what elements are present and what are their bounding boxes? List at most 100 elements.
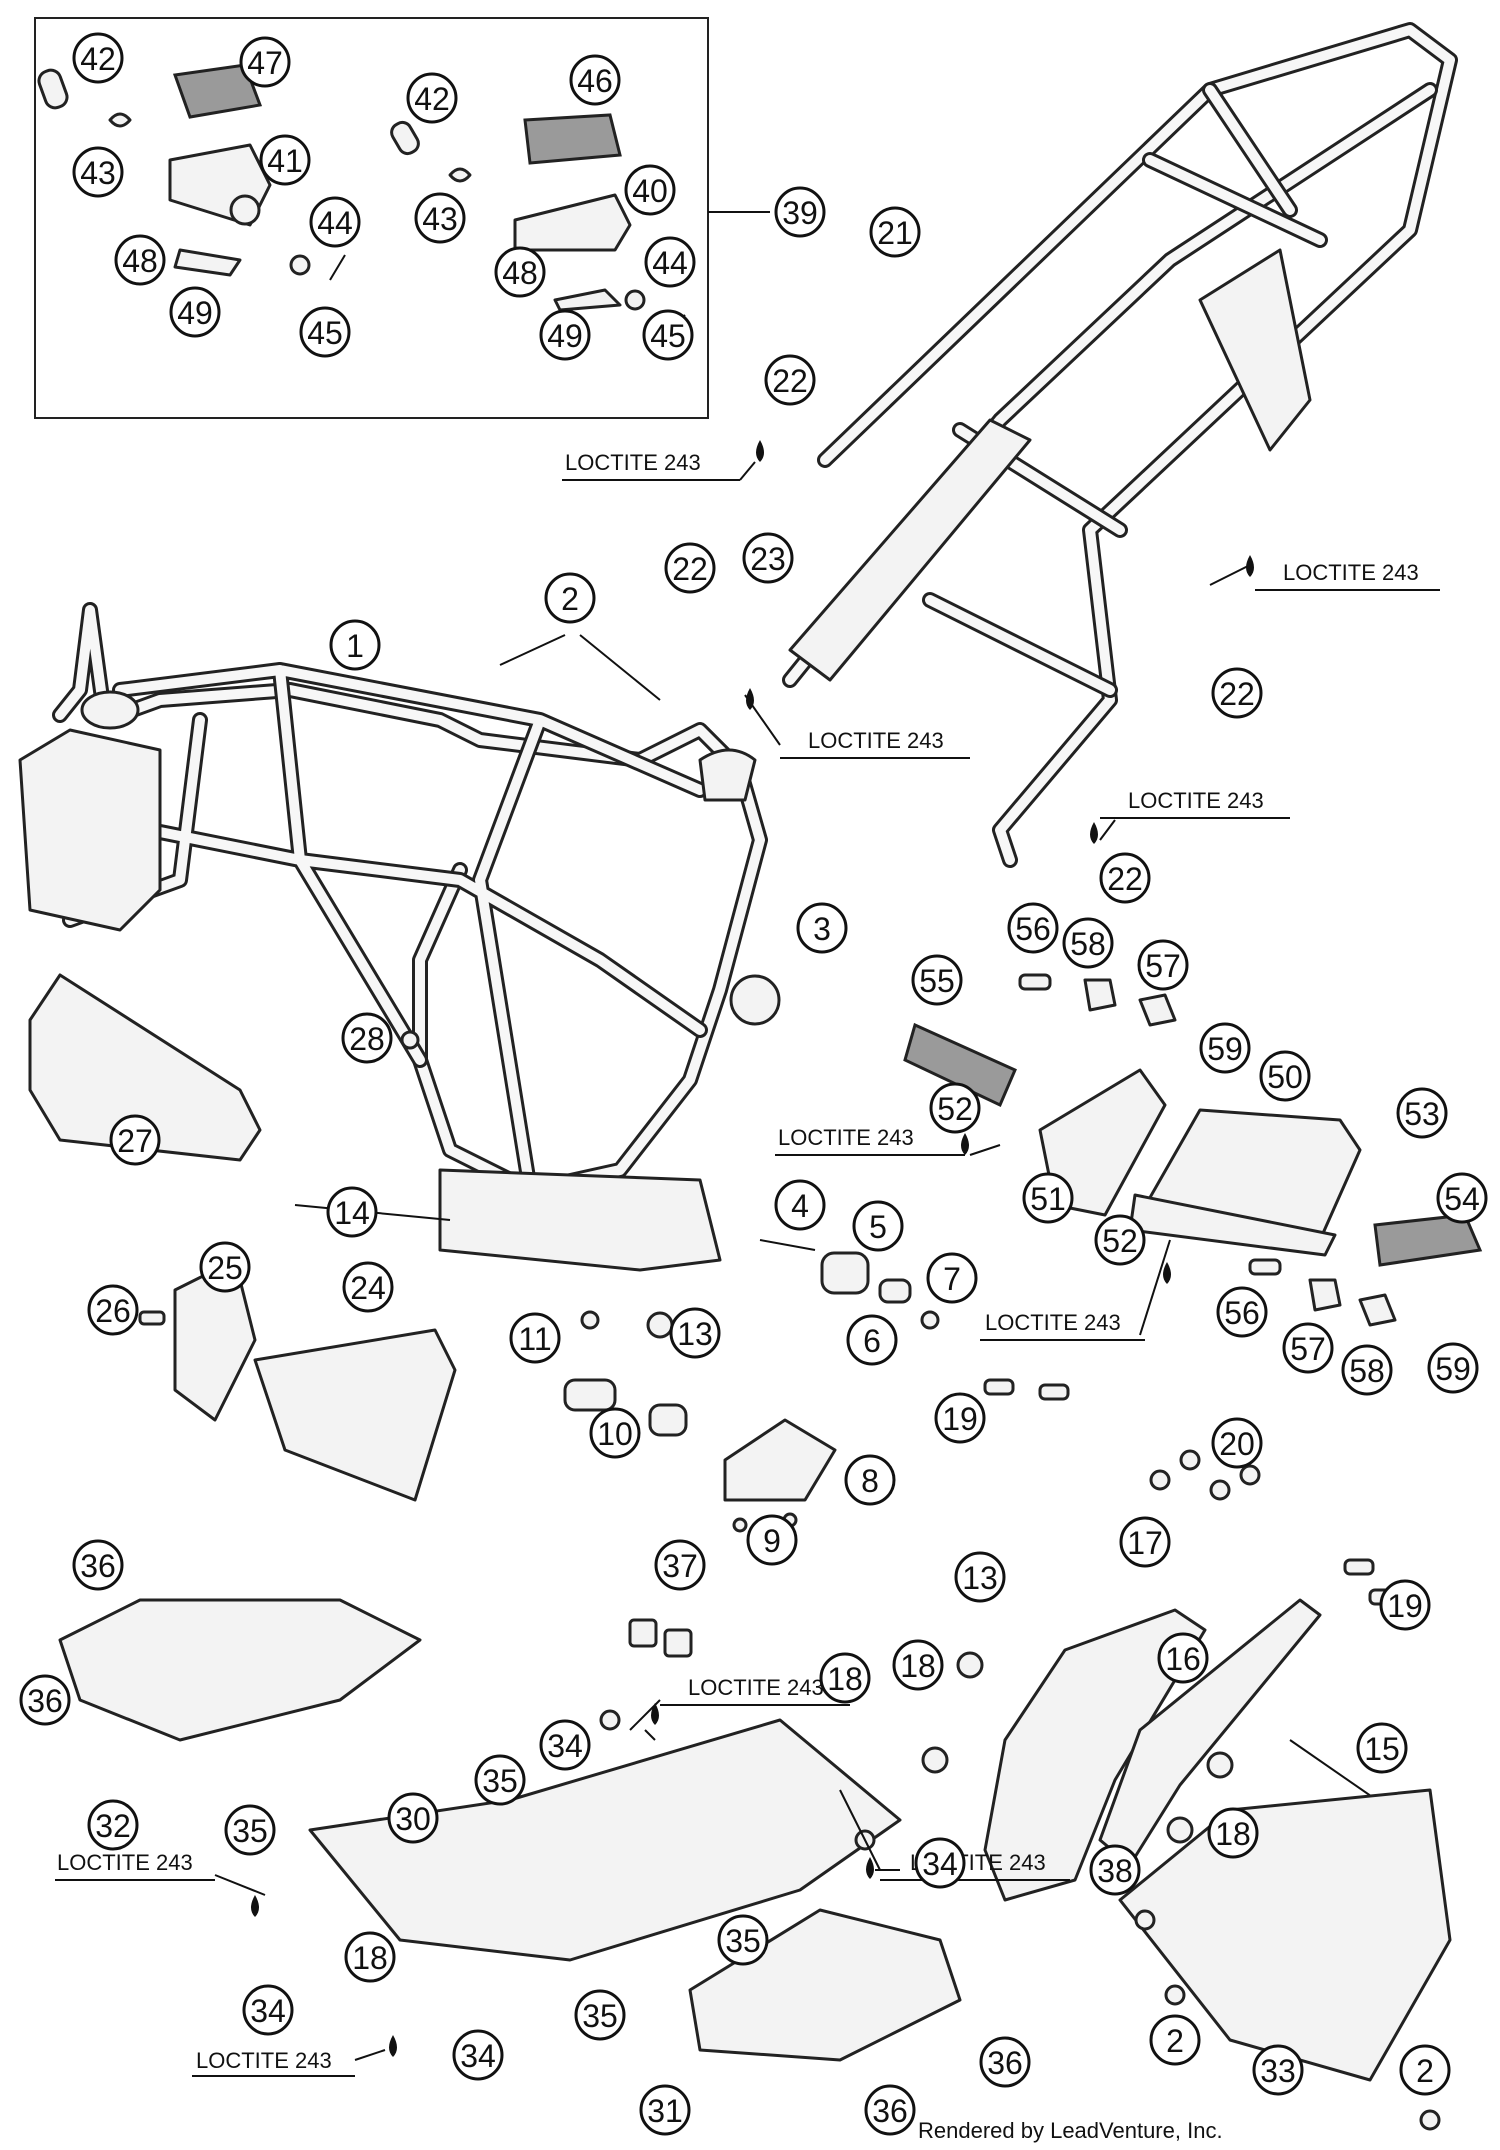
callout-circle <box>664 542 716 594</box>
callout-number: 24 <box>350 1270 386 1306</box>
callout-number: 27 <box>117 1123 153 1159</box>
callout-circle <box>87 1799 139 1851</box>
callout-circle <box>406 72 458 124</box>
callout-37: 37 <box>654 1539 706 1591</box>
callout-2: 2 <box>544 572 596 624</box>
callout-number: 34 <box>250 1993 286 2029</box>
callout-5: 5 <box>852 1200 904 1252</box>
callout-number: 57 <box>1290 1331 1326 1367</box>
callout-35: 35 <box>224 1804 276 1856</box>
loctite-label: LOCTITE 243 <box>1283 560 1419 585</box>
callout-circle <box>1119 1516 1171 1568</box>
callout-number: 36 <box>987 2045 1023 2081</box>
callout-18: 18 <box>819 1652 871 1704</box>
callout-circle <box>309 196 361 248</box>
left-side-parts <box>28 973 457 1502</box>
callout-circle <box>574 1989 626 2041</box>
callout-number: 58 <box>1349 1353 1385 1389</box>
callout-number: 19 <box>942 1401 978 1437</box>
loctite-label: LOCTITE 243 <box>778 1125 914 1150</box>
callout-13: 13 <box>669 1307 721 1359</box>
callout-number: 30 <box>395 1801 431 1837</box>
callout-number: 58 <box>1070 926 1106 962</box>
callout-number: 37 <box>662 1548 698 1584</box>
callout-circle <box>639 2084 691 2136</box>
callout-number: 35 <box>482 1763 518 1799</box>
callout-number: 36 <box>27 1683 63 1719</box>
callout-58: 58 <box>1341 1344 1393 1396</box>
callout-3: 3 <box>796 902 848 954</box>
callout-number: 17 <box>1127 1525 1163 1561</box>
callout-circle <box>654 1539 706 1591</box>
callout-42: 42 <box>406 72 458 124</box>
callout-circle <box>342 1261 394 1313</box>
callout-46: 46 <box>569 54 621 106</box>
callout-28: 28 <box>341 1012 393 1064</box>
callout-number: 43 <box>422 201 458 237</box>
callout-number: 34 <box>922 1846 958 1882</box>
callout-circle <box>642 309 694 361</box>
callout-circle <box>259 134 311 186</box>
callout-22: 22 <box>1211 667 1263 719</box>
callout-33: 33 <box>1252 2044 1304 2096</box>
callout-circle <box>569 54 621 106</box>
callout-circle <box>1062 917 1114 969</box>
callout-number: 18 <box>352 1940 388 1976</box>
callout-circle <box>1216 1286 1268 1338</box>
callout-number: 9 <box>763 1523 781 1559</box>
callout-number: 3 <box>813 911 831 947</box>
callout-number: 59 <box>1207 1031 1243 1067</box>
callout-number: 22 <box>1107 861 1143 897</box>
callout-number: 51 <box>1030 1181 1066 1217</box>
callout-10: 10 <box>589 1407 641 1459</box>
callout-number: 2 <box>561 581 579 617</box>
callout-number: 47 <box>247 45 283 81</box>
callout-circle <box>926 1252 978 1304</box>
callout-circle <box>1396 1087 1448 1139</box>
callout-43: 43 <box>414 192 466 244</box>
callout-number: 36 <box>80 1548 116 1584</box>
callout-circle <box>1007 902 1059 954</box>
callout-31: 31 <box>639 2084 691 2136</box>
callout-circle <box>199 1241 251 1293</box>
callout-22: 22 <box>664 542 716 594</box>
callout-circle <box>344 1931 396 1983</box>
callout-35: 35 <box>574 1989 626 2041</box>
callout-59: 59 <box>1427 1342 1479 1394</box>
callout-circle <box>864 2084 916 2136</box>
callout-11: 11 <box>509 1312 561 1364</box>
callout-54: 54 <box>1436 1172 1488 1224</box>
loctite-label: LOCTITE 243 <box>57 1850 193 1875</box>
callout-number: 54 <box>1444 1181 1480 1217</box>
callout-circle <box>544 572 596 624</box>
callout-circle <box>929 1082 981 1134</box>
callout-23: 23 <box>742 532 794 584</box>
callout-number: 36 <box>872 2093 908 2129</box>
callout-number: 15 <box>1364 1731 1400 1767</box>
callout-number: 31 <box>647 2093 683 2129</box>
callout-circle <box>114 234 166 286</box>
callout-circle <box>72 32 124 84</box>
callout-circle <box>72 1539 124 1591</box>
callout-49: 49 <box>169 286 221 338</box>
callout-25: 25 <box>199 1241 251 1293</box>
kit-parts <box>37 63 686 335</box>
callout-36: 36 <box>979 2036 1031 2088</box>
callout-circle <box>539 1719 591 1771</box>
callout-circle <box>644 236 696 288</box>
callout-15: 15 <box>1356 1722 1408 1774</box>
rider-footpeg-assembly <box>903 973 1483 1327</box>
callout-14: 14 <box>326 1186 378 1238</box>
callout-36: 36 <box>19 1674 71 1726</box>
footpeg-kit-box <box>34 17 709 419</box>
callout-circle <box>414 192 466 244</box>
callout-circle <box>796 902 848 954</box>
callout-9: 9 <box>746 1514 798 1566</box>
callout-number: 7 <box>943 1261 961 1297</box>
callout-circle <box>1341 1344 1393 1396</box>
callout-38: 38 <box>1089 1844 1141 1896</box>
callout-circle <box>1379 1579 1431 1631</box>
callout-circle <box>452 2029 504 2081</box>
callout-18: 18 <box>892 1639 944 1691</box>
callout-circle <box>72 146 124 198</box>
